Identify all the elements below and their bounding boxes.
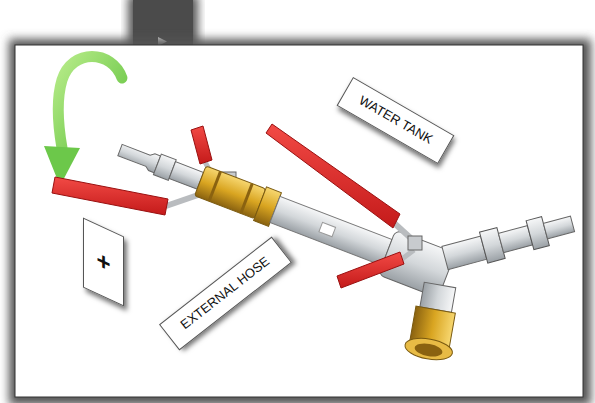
red-handle	[191, 126, 212, 164]
pipe-tag	[319, 222, 336, 236]
label-text: WATER TANK	[356, 93, 435, 147]
pipe-assembly	[111, 128, 455, 298]
hose-barb	[117, 142, 161, 173]
sign-label: +	[83, 217, 124, 306]
red-handle	[266, 124, 400, 228]
valve-stem	[408, 236, 422, 250]
brass-rim	[403, 335, 454, 363]
brass-opening	[414, 342, 444, 359]
brass-groove	[208, 171, 222, 202]
pipe-section	[442, 236, 487, 270]
red-handle	[337, 252, 404, 288]
label-text: +	[96, 245, 110, 279]
callout-label: WATER TANK	[336, 76, 454, 163]
rotate-arrow	[44, 57, 122, 187]
panel-shadow	[9, 39, 591, 403]
arrow-arc	[58, 57, 122, 149]
right-fitting	[441, 208, 577, 273]
brass-fitting	[403, 281, 463, 363]
pipe-end	[543, 216, 574, 239]
red-handle	[52, 177, 168, 215]
panel-frame	[15, 45, 583, 397]
callout-label: EXTERNAL HOSE	[158, 236, 291, 350]
brass-groove	[239, 183, 253, 214]
label-text: EXTERNAL HOSE	[178, 254, 273, 333]
pipe-section	[498, 226, 532, 253]
brass-valve	[195, 166, 266, 219]
